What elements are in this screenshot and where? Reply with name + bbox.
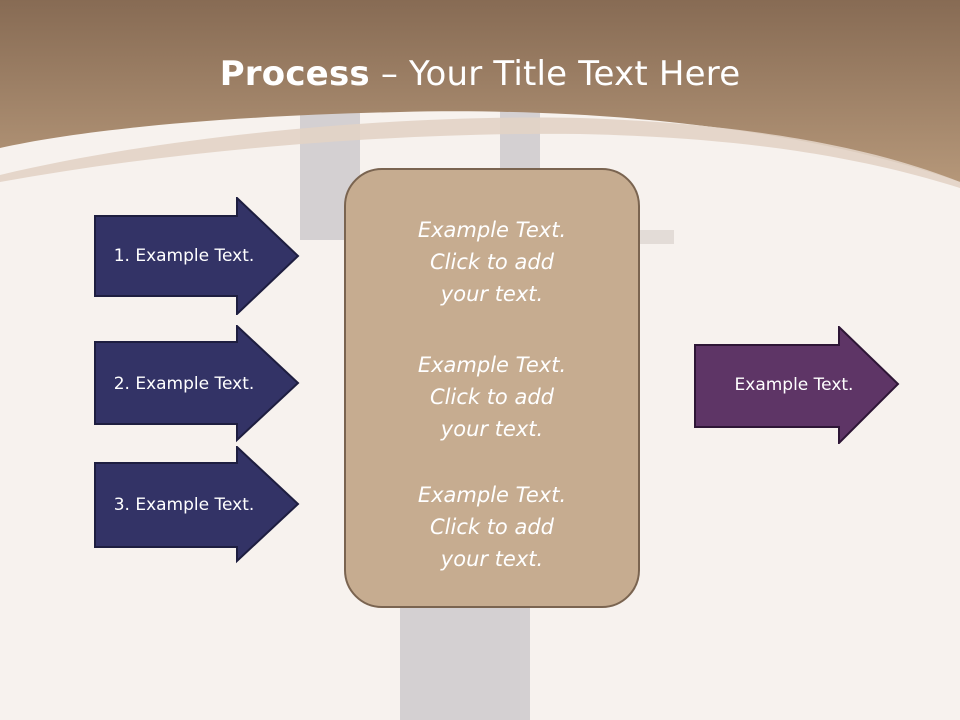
center-item-line3: your text. bbox=[440, 417, 544, 441]
center-item-line1: Example Text. bbox=[417, 218, 567, 242]
center-item-line2: Click to add bbox=[429, 515, 554, 539]
page-title: Process – Your Title Text Here bbox=[0, 54, 960, 94]
title-rest: – Your Title Text Here bbox=[369, 54, 741, 94]
header-swoosh bbox=[0, 117, 960, 188]
center-text-box[interactable]: Example Text. Click to add your text. Ex… bbox=[344, 168, 640, 608]
step-arrow-2[interactable]: 2. Example Text. bbox=[94, 325, 300, 443]
output-arrow[interactable]: Example Text. bbox=[694, 326, 900, 444]
step-label: 2. Example Text. bbox=[113, 374, 255, 394]
arrow-shape bbox=[94, 325, 300, 443]
center-item-2: Example Text. Click to add your text. bbox=[346, 349, 638, 445]
center-item-line1: Example Text. bbox=[417, 353, 567, 377]
title-bold: Process bbox=[219, 54, 370, 94]
center-item-3: Example Text. Click to add your text. bbox=[346, 479, 638, 575]
center-item-line3: your text. bbox=[440, 282, 544, 306]
arrow-shape bbox=[94, 446, 300, 564]
step-arrow-3[interactable]: 3. Example Text. bbox=[94, 446, 300, 564]
arrow-shape bbox=[694, 326, 900, 444]
center-item-1: Example Text. Click to add your text. bbox=[346, 214, 638, 310]
step-label: 3. Example Text. bbox=[113, 495, 255, 515]
step-arrow-1[interactable]: 1. Example Text. bbox=[94, 197, 300, 315]
output-label: Example Text. bbox=[734, 375, 854, 395]
center-item-line2: Click to add bbox=[429, 250, 554, 274]
arrow-shape bbox=[94, 197, 300, 315]
center-item-line3: your text. bbox=[440, 547, 544, 571]
center-item-line1: Example Text. bbox=[417, 483, 567, 507]
background-figure bbox=[300, 100, 674, 720]
center-item-line2: Click to add bbox=[429, 385, 554, 409]
step-label: 1. Example Text. bbox=[113, 246, 255, 266]
header-band bbox=[0, 0, 960, 182]
